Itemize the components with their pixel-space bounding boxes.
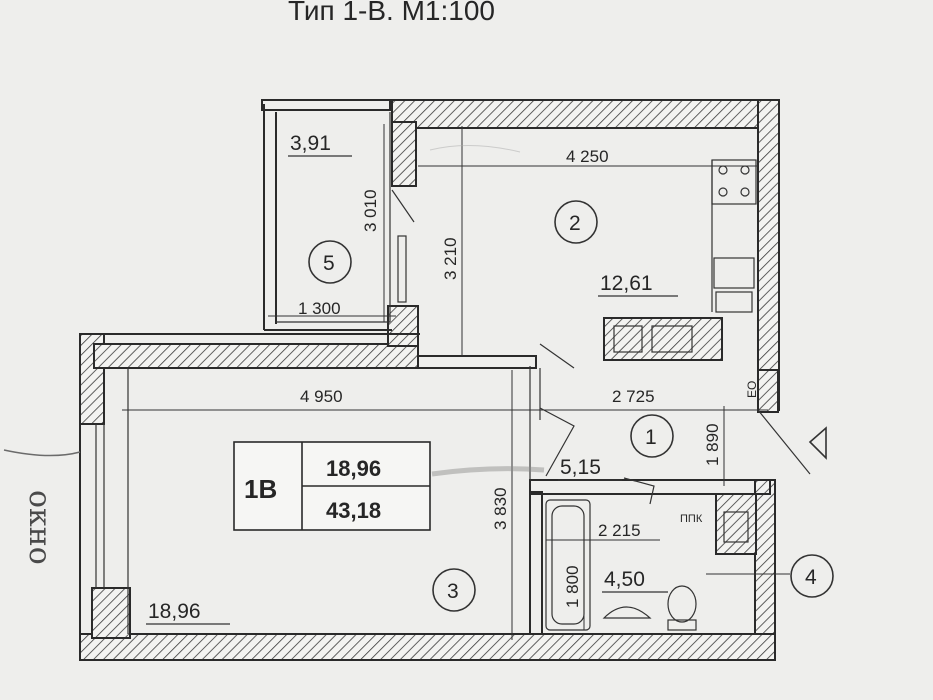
dim-living-width: 4 950 xyxy=(300,387,343,406)
dimension-lines xyxy=(122,124,790,640)
doors xyxy=(529,343,811,505)
dim-balcony-width: 1 300 xyxy=(298,299,341,318)
plan-title: Тип 1-В. М1:100 xyxy=(288,0,495,26)
room-marker-3: 3 xyxy=(432,568,476,612)
dim-bath-depth: 1 800 xyxy=(563,565,582,608)
handwritten-note: окно xyxy=(22,490,57,565)
room-area-3: 18,96 xyxy=(148,600,201,623)
room-area-5: 3,91 xyxy=(290,132,331,155)
room-area-2: 12,61 xyxy=(600,272,653,295)
room-marker-4: 4 xyxy=(790,554,834,598)
room-area-1: 5,15 xyxy=(560,456,601,479)
room-number: 4 xyxy=(805,566,817,589)
kitchen-appliances xyxy=(711,159,757,313)
dim-bath-width: 2 215 xyxy=(598,521,641,540)
dim-living-depth: 3 830 xyxy=(491,487,510,530)
room-number: 1 xyxy=(645,426,657,449)
apartment-card: 1В 18,96 43,18 xyxy=(233,441,431,531)
bathroom-fixtures xyxy=(545,499,749,631)
total-area: 43,18 xyxy=(326,498,381,523)
room-number: 5 xyxy=(323,252,335,275)
dim-kitchen-width: 4 250 xyxy=(566,147,609,166)
room-marker-1: 1 xyxy=(630,414,674,458)
dim-hall-width: 2 725 xyxy=(612,387,655,406)
living-outer-walls xyxy=(79,333,420,660)
exterior-walls xyxy=(79,99,780,661)
dim-balcony-depth: 3 010 xyxy=(361,189,380,232)
pencil-marks xyxy=(3,145,545,477)
room-marker-2: 2 xyxy=(554,200,598,244)
ppk-label: ППК xyxy=(680,513,703,525)
eo-label: ЕО xyxy=(745,381,759,398)
room-number: 2 xyxy=(569,212,581,235)
balcony xyxy=(263,104,415,331)
apartment-type: 1В xyxy=(244,474,277,504)
dim-kitchen-depth: 3 210 xyxy=(441,237,460,280)
room-number: 3 xyxy=(447,580,459,603)
room-marker-5: 5 xyxy=(308,240,352,284)
dim-hall-depth: 1 890 xyxy=(703,423,722,466)
living-area: 18,96 xyxy=(326,456,381,481)
room-area-4: 4,50 xyxy=(604,568,645,591)
entrance-arrow-icon xyxy=(808,426,827,460)
